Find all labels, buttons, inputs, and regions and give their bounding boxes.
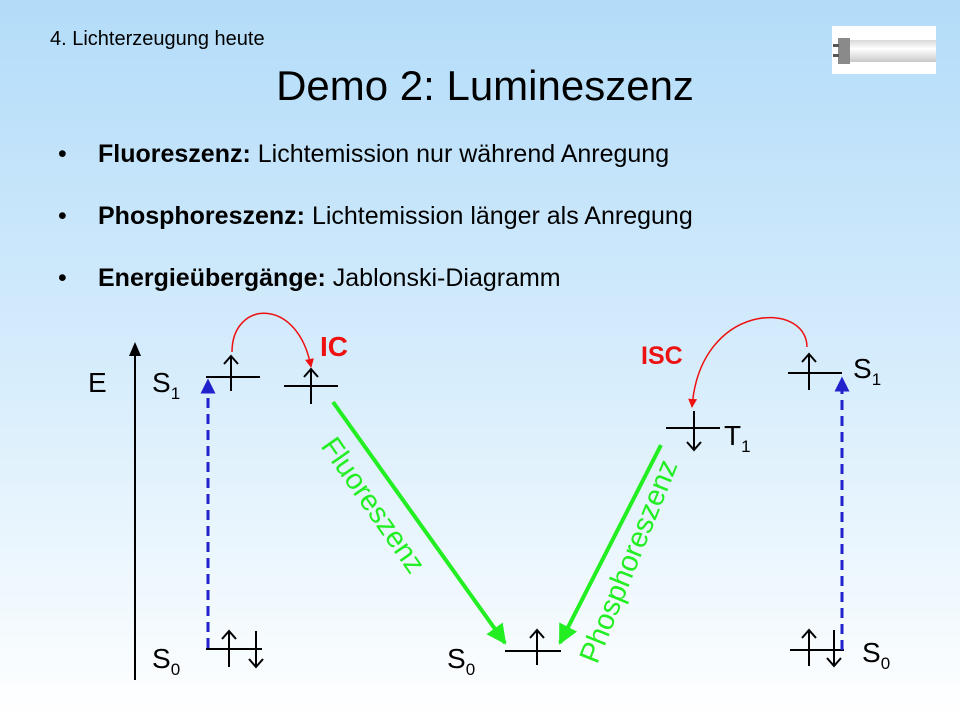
ic-label: IC <box>320 331 348 362</box>
bullet-text: Jablonski-Diagramm <box>332 264 561 292</box>
bullet-text: Lichtemission nur während Anregung <box>257 140 670 168</box>
phosphorescence-arrow <box>558 444 663 645</box>
level-s1-left <box>206 354 260 391</box>
isc-arrow <box>688 316 808 408</box>
isc-label: ISC <box>641 342 683 370</box>
label-s1-left: S1 <box>152 367 180 403</box>
label-s1-right: S1 <box>853 353 881 389</box>
bullet-phosphorescence: Phosphoreszenz: Lichtemission länger als… <box>58 202 693 264</box>
label-s0-middle: S0 <box>447 643 475 679</box>
label-s0-left: S0 <box>152 643 180 679</box>
bullet-energy-transitions: Energieübergänge: Jablonski-Diagramm <box>58 264 693 326</box>
bullet-term: Energieübergänge: <box>98 264 326 292</box>
level-s0-middle <box>505 628 561 665</box>
bullet-term: Phosphoreszenz: <box>98 202 305 230</box>
bullet-term: Fluoreszenz: <box>98 140 251 168</box>
fluorescent-tube-image <box>832 26 936 74</box>
bullet-text: Lichtemission länger als Anregung <box>311 202 693 230</box>
level-s0-left <box>206 629 264 669</box>
phosphorescence-label: Phosphoreszenz <box>574 455 685 667</box>
slide-title: Demo 2: Lumineszenz <box>276 62 694 109</box>
fluorescent-tube-icon <box>833 38 936 64</box>
label-t1: T1 <box>724 420 751 456</box>
energy-axis-label: E <box>88 367 107 398</box>
label-s0-right: S0 <box>862 637 890 673</box>
bullet-list: Fluoreszenz: Lichtemission nur während A… <box>58 140 693 326</box>
level-s1-relaxed <box>284 367 338 404</box>
energy-axis-arrowhead <box>129 342 141 356</box>
level-s1-right <box>788 352 842 390</box>
bullet-fluorescence: Fluoreszenz: Lichtemission nur während A… <box>58 140 693 202</box>
fluorescence-label: Fluoreszenz <box>314 432 431 580</box>
fluorescence-arrow <box>331 400 507 645</box>
level-s0-right <box>790 628 844 668</box>
level-t1 <box>666 411 720 452</box>
section-label: 4. Lichterzeugung heute <box>50 28 265 50</box>
ic-arrow <box>231 312 314 368</box>
